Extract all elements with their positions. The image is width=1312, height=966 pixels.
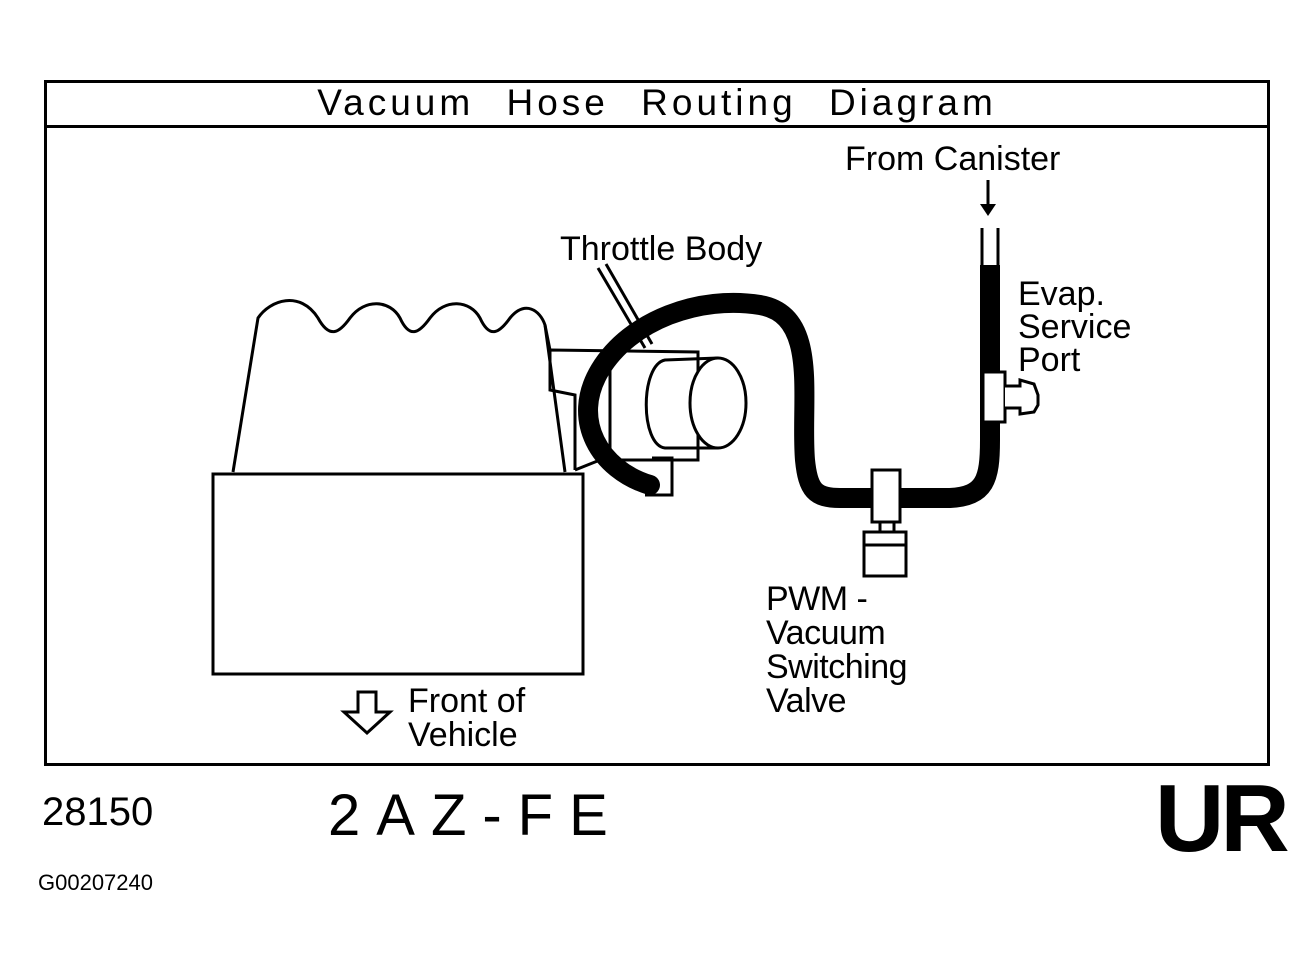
label-front-of-vehicle: Front of Vehicle (408, 682, 526, 754)
vsv-connector (862, 530, 908, 578)
label-evap-service-port: Evap. Service Port (1018, 275, 1132, 379)
corner-mark: UR (1155, 765, 1290, 872)
vacuum-hose-vsv-to-canister (895, 265, 1000, 508)
throttle-body-inlet (688, 356, 748, 450)
front-of-vehicle-arrow (340, 690, 394, 736)
label-pwm-vsv: PWM - Vacuum Switching Valve (766, 580, 908, 720)
vsv-body (870, 468, 902, 524)
diagram-title: Vacuum Hose Routing Diagram (47, 83, 1267, 128)
evap-service-port (981, 370, 1007, 424)
diagram-frame: Vacuum Hose Routing Diagram (44, 80, 1270, 766)
throttle-body-leader (596, 267, 647, 349)
label-throttle-body: Throttle Body (560, 230, 763, 268)
label-from-canister: From Canister (845, 140, 1061, 178)
engine-code: 2AZ-FE (328, 783, 624, 848)
figure-id: G00207240 (38, 870, 153, 895)
figure-code: 28150 (42, 790, 154, 834)
throttle-body-housing (548, 348, 700, 472)
vacuum-hose-throttle-to-vsv (578, 292, 890, 508)
engine-block (211, 472, 585, 676)
intake-plenum (231, 299, 567, 473)
